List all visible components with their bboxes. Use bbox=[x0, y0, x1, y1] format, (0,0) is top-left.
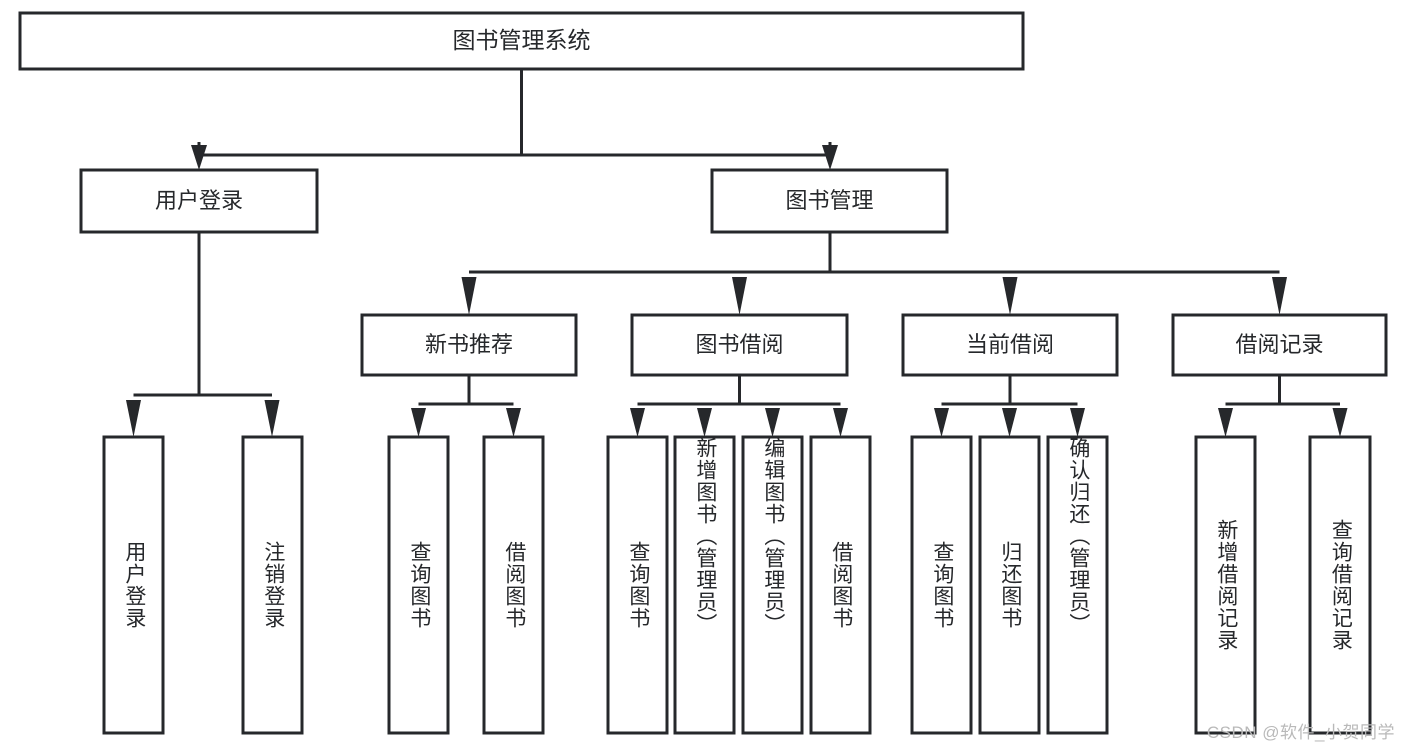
node-borrow-record-label: 借阅记录 bbox=[1235, 332, 1323, 357]
arrow-head-icon bbox=[1218, 408, 1233, 437]
node-book-borrow[interactable]: 图书借阅 bbox=[630, 313, 849, 377]
arrow-head-icon bbox=[461, 277, 477, 315]
node-current-borrow-box[interactable] bbox=[901, 313, 1119, 377]
arrow-head-icon bbox=[765, 408, 780, 437]
leaf-box-borrow-book-2[interactable] bbox=[809, 435, 872, 735]
leaf-box-return-book[interactable] bbox=[978, 435, 1041, 735]
node-root-label: 图书管理系统 bbox=[453, 27, 591, 53]
leaf-box-query-record[interactable] bbox=[1308, 435, 1372, 735]
arrow-head-icon bbox=[1002, 408, 1017, 437]
arrow-head-icon bbox=[630, 408, 645, 437]
connector-userlogin-to-leaves bbox=[126, 232, 280, 437]
arrow-head-icon bbox=[934, 408, 949, 437]
leaf-box-user-logout[interactable] bbox=[241, 435, 304, 735]
node-root-box[interactable] bbox=[18, 11, 1025, 71]
arrow-head-icon bbox=[264, 400, 280, 437]
arrow-head-icon bbox=[191, 145, 207, 170]
leaf-box-confirm-return[interactable] bbox=[1046, 435, 1109, 735]
watermark-text: CSDN @软件_小贺同学 bbox=[1206, 723, 1395, 742]
arrow-head-icon bbox=[1332, 408, 1348, 437]
arrow-head-icon bbox=[411, 408, 426, 437]
leaf-box-add-record[interactable] bbox=[1194, 435, 1257, 735]
node-book-borrow-box[interactable] bbox=[630, 313, 849, 377]
node-book-management[interactable]: 图书管理 bbox=[710, 168, 949, 234]
node-new-book-recommend[interactable]: 新书推荐 bbox=[360, 313, 578, 377]
arrow-head-icon bbox=[506, 408, 521, 437]
arrow-head-icon bbox=[1272, 277, 1287, 315]
arrow-head-icon bbox=[833, 408, 848, 437]
connector-bookborrow-to-leaves bbox=[630, 375, 848, 437]
connector-currentborrow-to-leaves bbox=[934, 375, 1085, 437]
leaf-box-user-login[interactable] bbox=[102, 435, 165, 735]
arrow-head-icon bbox=[1070, 408, 1085, 437]
node-new-book-recommend-label: 新书推荐 bbox=[425, 332, 513, 357]
node-current-borrow-label: 当前借阅 bbox=[966, 332, 1054, 357]
leaf-box-add-book[interactable] bbox=[673, 435, 736, 735]
connector-bookmgmt-to-level2 bbox=[461, 232, 1287, 315]
node-book-borrow-label: 图书借阅 bbox=[695, 332, 783, 357]
connector-root-to-level1 bbox=[191, 69, 838, 170]
leaf-box-query-book-2[interactable] bbox=[606, 435, 669, 735]
node-borrow-record[interactable]: 借阅记录 bbox=[1171, 313, 1388, 377]
node-user-login[interactable]: 用户登录 bbox=[79, 168, 319, 234]
node-user-login-label: 用户登录 bbox=[155, 188, 243, 213]
arrow-head-icon bbox=[732, 277, 747, 315]
node-new-book-recommend-box[interactable] bbox=[360, 313, 578, 377]
arrow-head-icon bbox=[822, 145, 838, 170]
node-root[interactable]: 图书管理系统 bbox=[18, 11, 1025, 71]
arrow-head-icon bbox=[126, 400, 141, 437]
arrow-head-icon bbox=[697, 408, 712, 437]
connector-newbook-to-leaves bbox=[411, 375, 521, 437]
node-user-login-box[interactable] bbox=[79, 168, 319, 234]
arrow-head-icon bbox=[1002, 277, 1018, 315]
node-borrow-record-box[interactable] bbox=[1171, 313, 1388, 377]
leaf-box-query-book-1[interactable] bbox=[387, 435, 450, 735]
node-current-borrow[interactable]: 当前借阅 bbox=[901, 313, 1119, 377]
leaf-boxes bbox=[102, 435, 1372, 735]
node-book-management-box[interactable] bbox=[710, 168, 949, 234]
node-book-management-label: 图书管理 bbox=[785, 188, 873, 213]
leaf-box-borrow-book-1[interactable] bbox=[482, 435, 545, 735]
leaf-box-edit-book[interactable] bbox=[741, 435, 804, 735]
connector-borrowrecord-to-leaves bbox=[1218, 375, 1348, 437]
leaf-box-query-book-3[interactable] bbox=[910, 435, 973, 735]
